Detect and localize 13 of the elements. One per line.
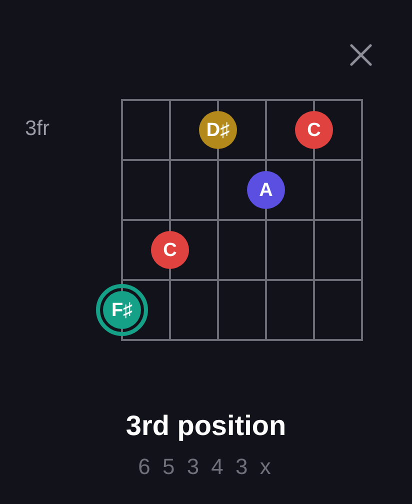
note-marker [247, 171, 285, 209]
note-marker [295, 111, 333, 149]
root-note-marker [96, 284, 148, 336]
note-marker [199, 111, 237, 149]
fret-number: 3fr [25, 117, 50, 141]
note-name: C [307, 120, 321, 140]
note-name: F♯ [111, 300, 133, 320]
fingering-numbers: 6 5 3 4 3 x [138, 453, 274, 481]
note-name: D♯ [206, 120, 230, 140]
note-name: A [259, 180, 273, 200]
note-name: C [163, 240, 177, 260]
position-title: 3rd position [126, 409, 286, 443]
note-marker [151, 231, 189, 269]
